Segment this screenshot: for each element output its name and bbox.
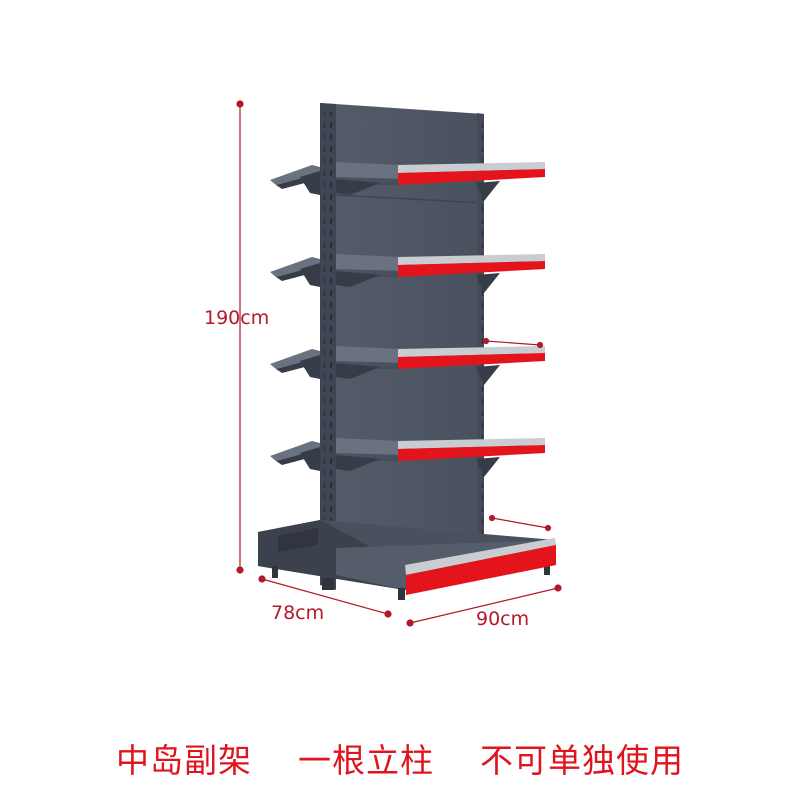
product-caption: 中岛副架 一根立柱 不可单独使用: [116, 741, 684, 780]
left-bracket: [300, 447, 320, 471]
dimension-lines: [236, 100, 562, 627]
left-bracket: [300, 263, 320, 287]
left-bracket: [300, 355, 320, 379]
right-bracket: [336, 363, 380, 379]
rear-bracket: [476, 365, 500, 385]
rear-bracket: [476, 457, 500, 477]
shelf-group: [270, 162, 545, 477]
price-strip: [398, 261, 545, 277]
right-bracket: [336, 271, 380, 287]
left-shelf: [270, 165, 320, 185]
height-dimension-label: 190cm: [204, 307, 270, 329]
right-bracket: [336, 455, 380, 471]
rear-bracket: [476, 273, 500, 293]
base-price-strip: [405, 538, 556, 595]
left-bracket: [300, 171, 320, 195]
left-shelf: [270, 441, 320, 461]
right-bracket: [336, 179, 380, 195]
right-shelf-deck: [336, 354, 545, 369]
left-shelf: [270, 257, 320, 277]
price-strip: [398, 353, 545, 369]
price-strip-top: [398, 162, 545, 173]
depth-dimension-label: 78cm: [271, 602, 325, 624]
right-shelf-deck: [336, 262, 545, 277]
right-shelf-deck: [336, 170, 545, 185]
price-strip-top: [398, 438, 545, 449]
price-strip: [398, 445, 545, 461]
price-strip-top: [398, 346, 545, 357]
left-shelf: [270, 349, 320, 369]
price-strip-top: [398, 254, 545, 265]
rear-bracket: [476, 181, 500, 201]
price-strip: [398, 169, 545, 185]
width-dimension-label: 90cm: [476, 608, 530, 630]
right-shelf-deck: [336, 446, 545, 461]
